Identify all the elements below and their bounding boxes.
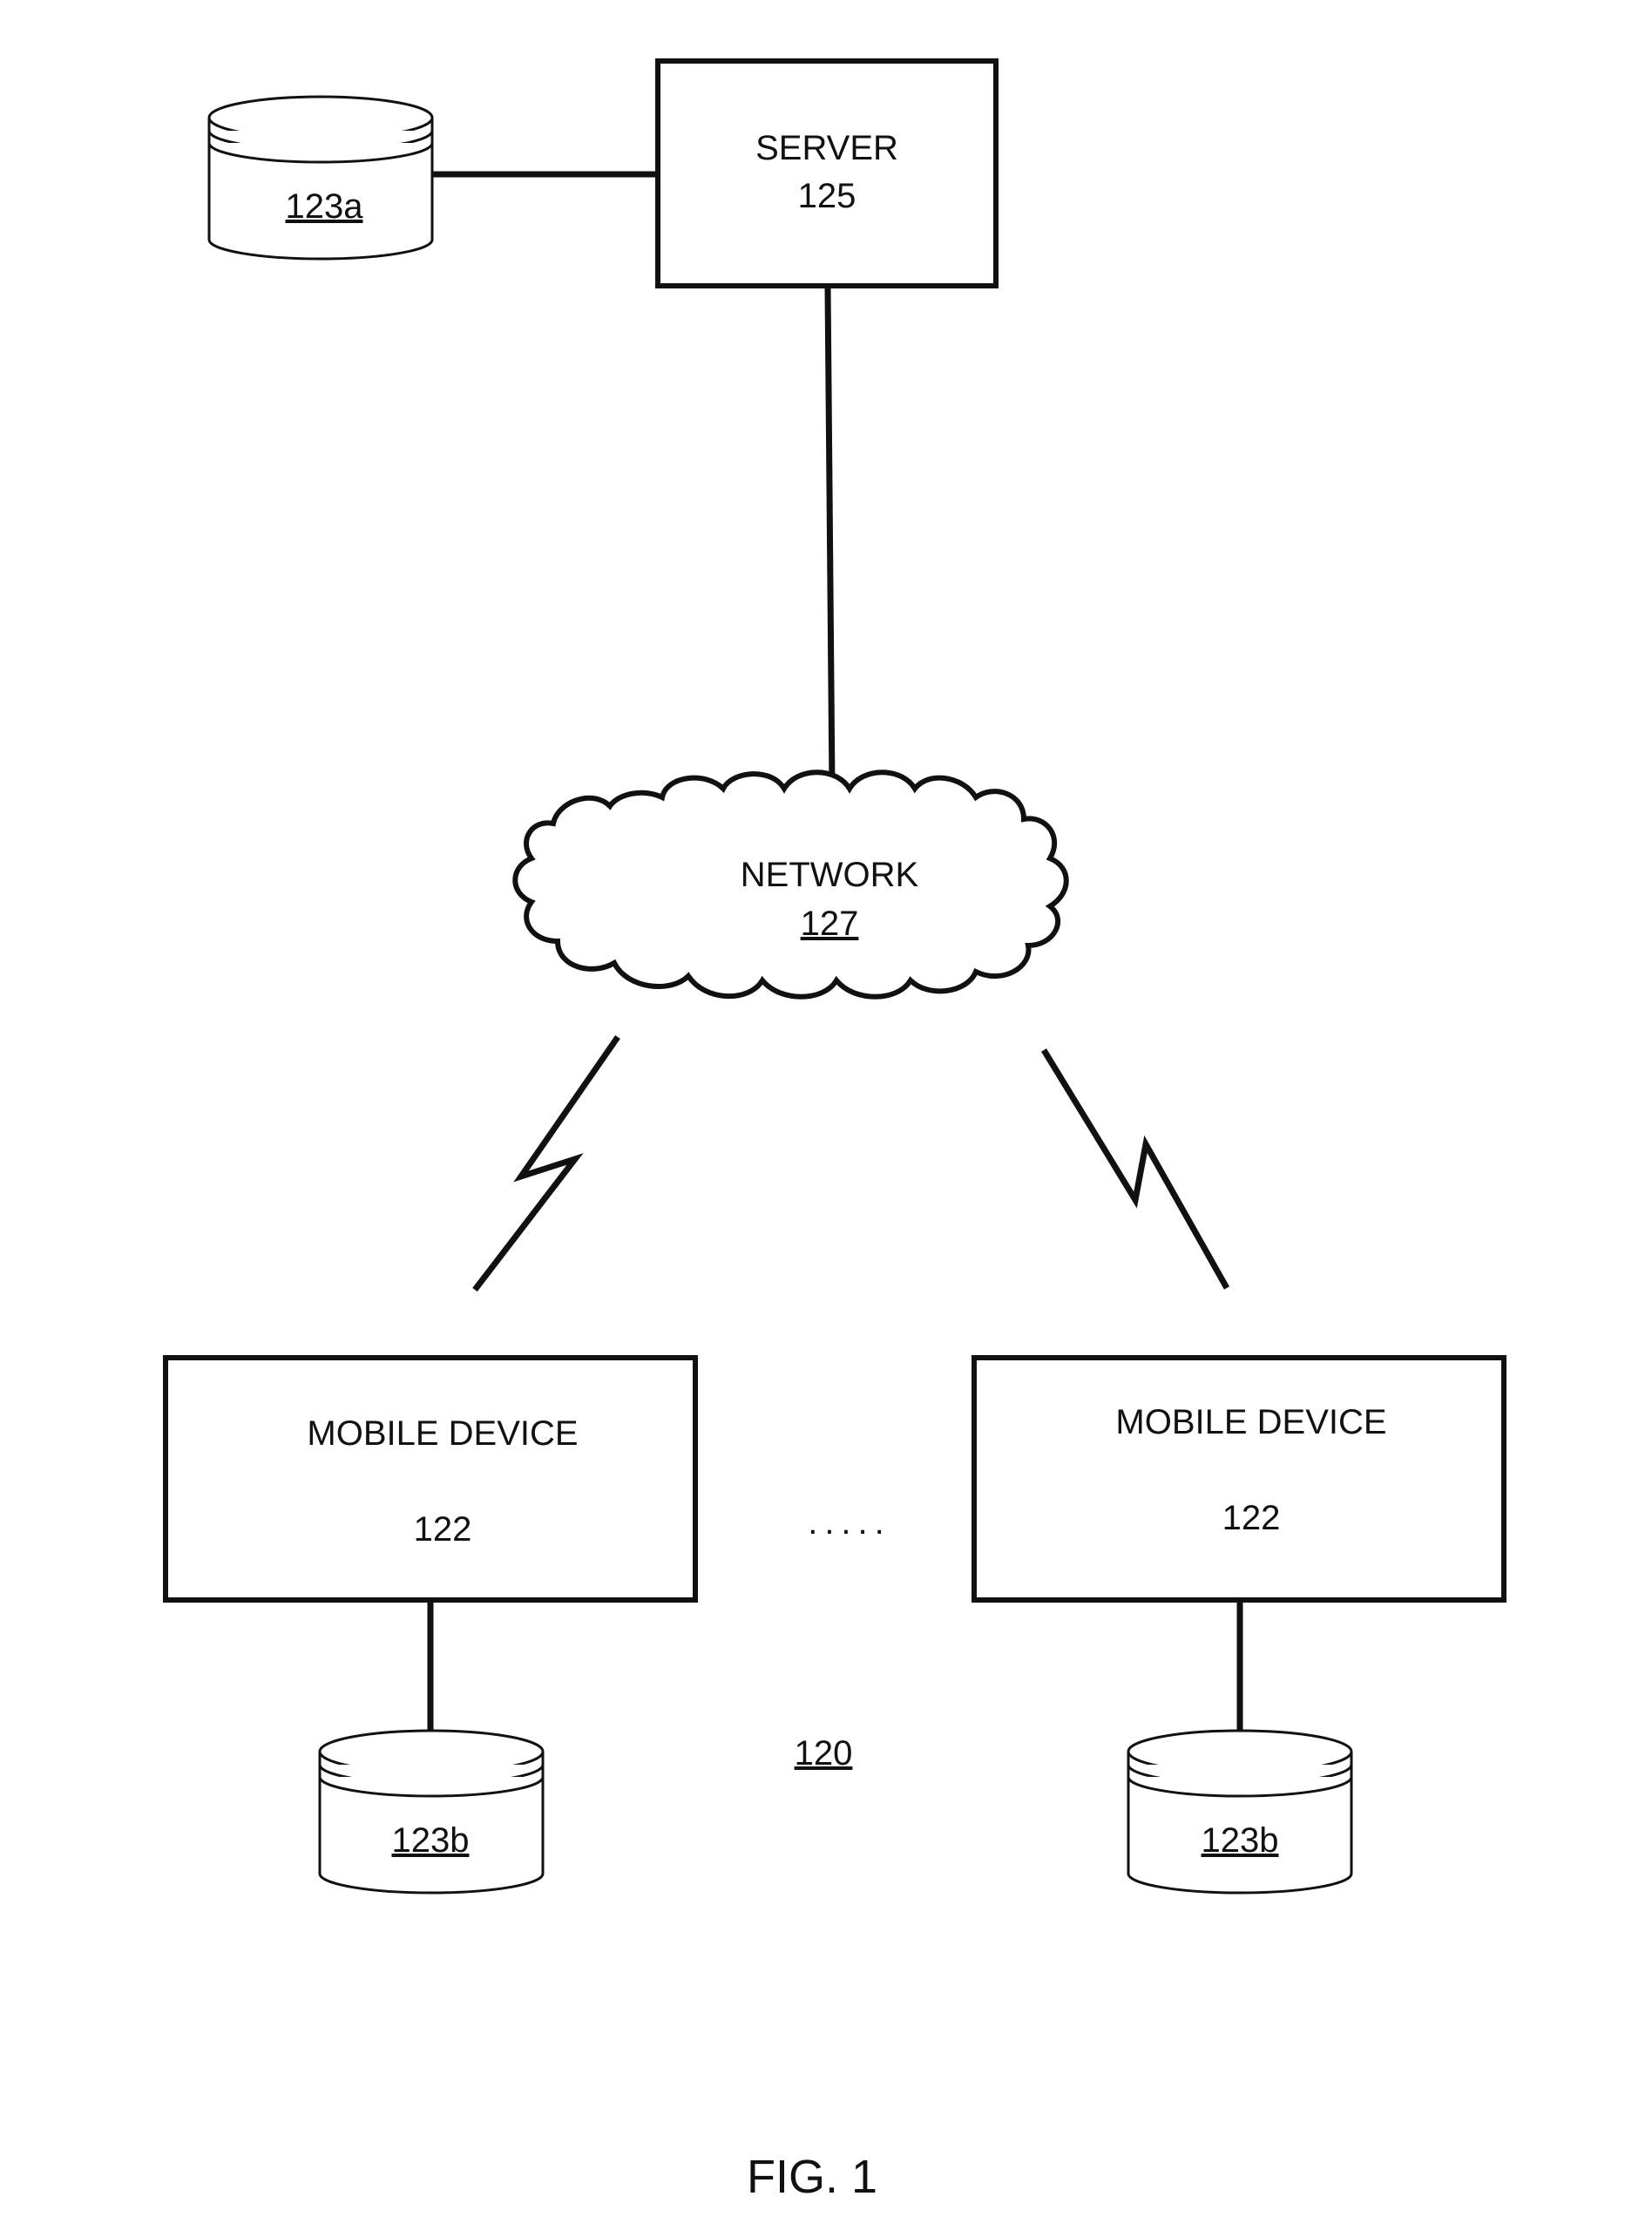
database-123a-label: 123a <box>286 187 364 226</box>
database-123a: 123a <box>209 97 432 259</box>
server-network-connector <box>828 288 832 789</box>
database-123b-left-label: 123b <box>392 1821 470 1860</box>
network-cloud: NETWORK 127 <box>515 772 1066 997</box>
network-title: NETWORK <box>741 856 919 894</box>
ellipsis: ..... <box>808 1503 891 1542</box>
mobile-device-right: MOBILE DEVICE 122 <box>974 1358 1504 1600</box>
database-123b-right: 123b <box>1128 1731 1351 1893</box>
mobile-device-right-number: 122 <box>1222 1499 1281 1537</box>
group-label: 120 <box>795 1734 853 1773</box>
server-node: SERVER 125 <box>658 61 996 286</box>
network-number: 127 <box>801 905 859 943</box>
wireless-link-left <box>475 1037 618 1290</box>
mobile-device-left-title: MOBILE DEVICE <box>307 1414 578 1453</box>
mobile-device-left: MOBILE DEVICE 122 <box>166 1358 695 1600</box>
mobile-device-left-number: 122 <box>414 1510 472 1549</box>
database-123b-left: 123b <box>320 1731 543 1893</box>
figure-caption: FIG. 1 <box>747 2151 877 2203</box>
mobile-device-right-title: MOBILE DEVICE <box>1115 1403 1386 1441</box>
database-123b-right-label: 123b <box>1202 1821 1279 1860</box>
wireless-link-right <box>1044 1050 1227 1288</box>
server-number: 125 <box>798 177 856 215</box>
server-title: SERVER <box>755 129 898 167</box>
